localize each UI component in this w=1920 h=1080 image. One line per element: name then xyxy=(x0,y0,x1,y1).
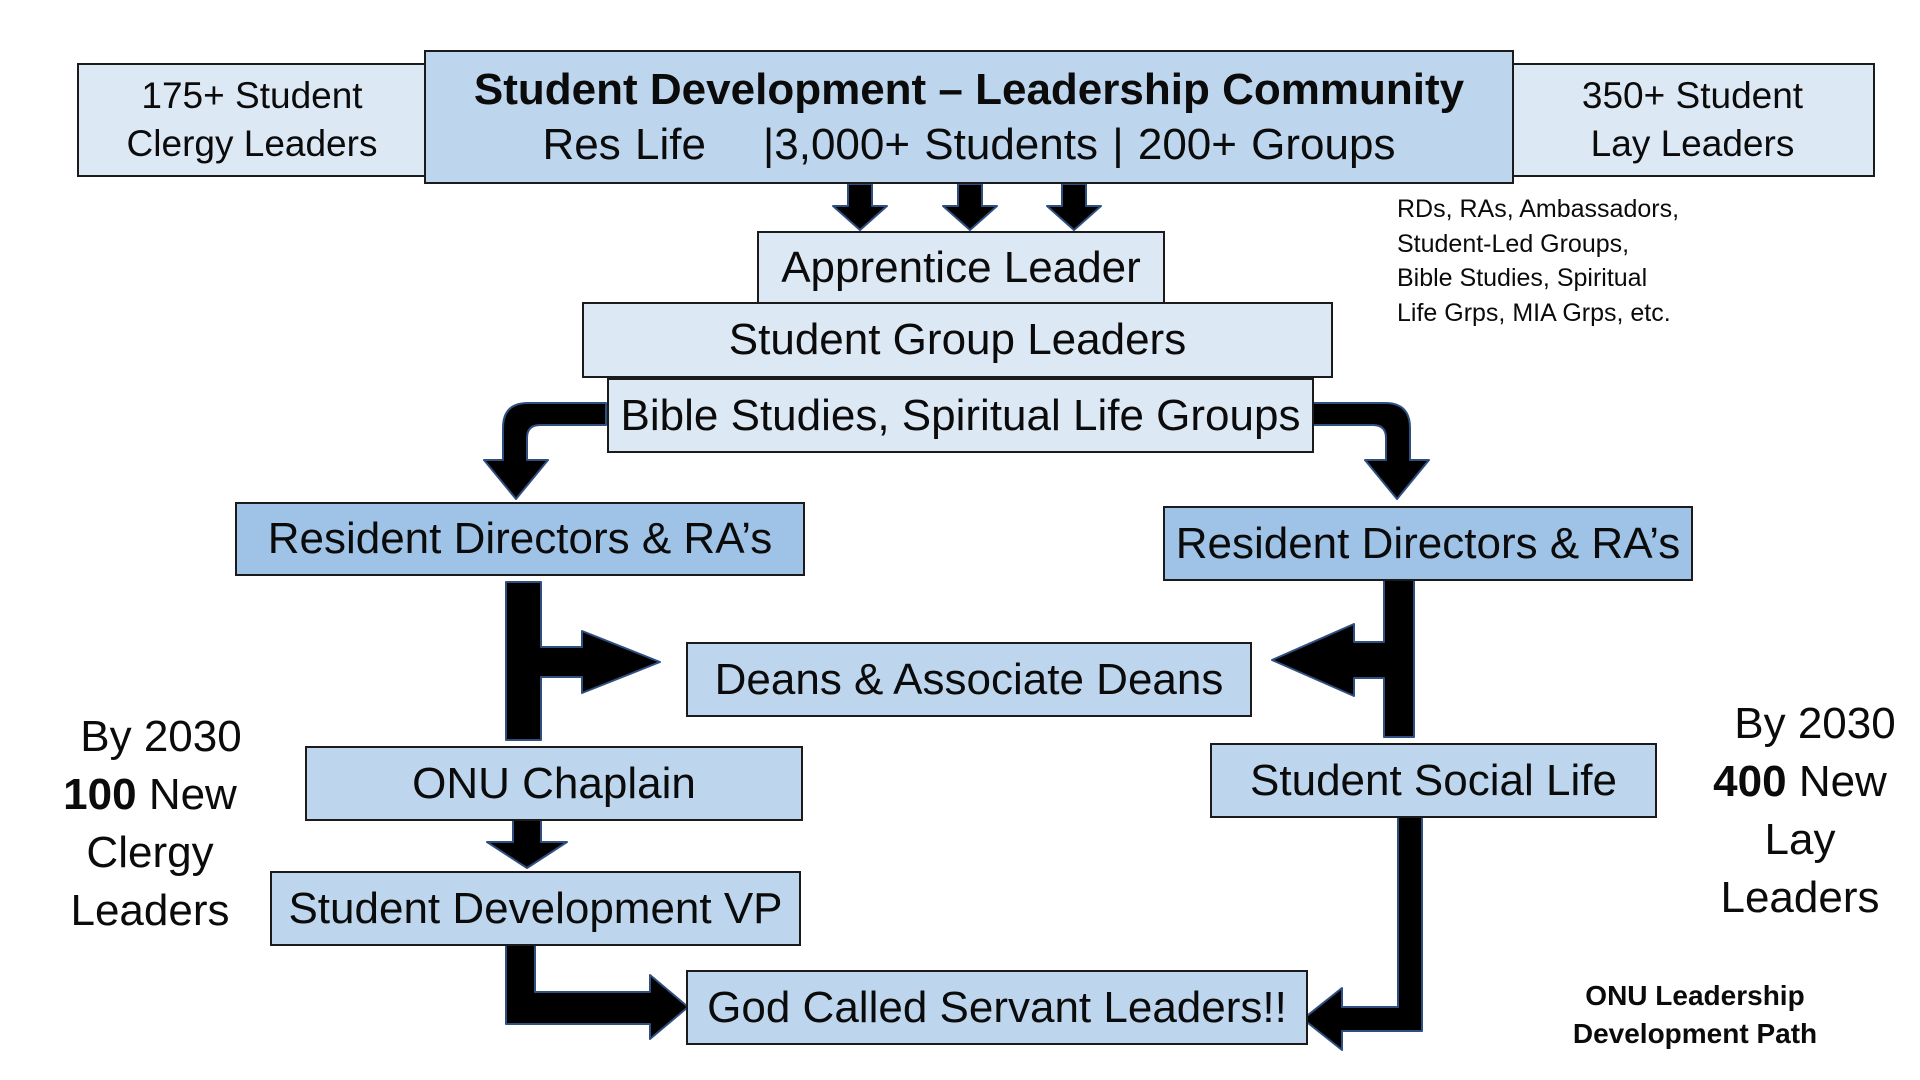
bible-studies-label: Bible Studies, Spiritual Life Groups xyxy=(620,390,1301,440)
curve-arrow-right xyxy=(1306,402,1430,500)
down-arrow-1 xyxy=(832,183,888,231)
clergy-goal-line4: Leaders xyxy=(70,886,230,936)
clergy-leaders-count-box: 175+ Student Clergy Leaders xyxy=(77,63,427,177)
note-line: RDs, RAs, Ambassadors, xyxy=(1397,195,1680,223)
lay-leaders-count-box: 350+ Student Lay Leaders xyxy=(1510,63,1875,177)
resident-directors-right-label: Resident Directors & RA’s xyxy=(1175,518,1681,568)
deans-box: Deans & Associate Deans xyxy=(686,642,1252,717)
student-group-leaders-box: Student Group Leaders xyxy=(582,302,1333,378)
resident-directors-left-box: Resident Directors & RA’s xyxy=(235,502,805,576)
student-group-leaders-label: Student Group Leaders xyxy=(728,315,1187,364)
note-line: Bible Studies, Spiritual xyxy=(1397,264,1648,292)
diagram-title: Student Development – Leadership Communi… xyxy=(473,65,1465,114)
clergy-goal-word: New xyxy=(148,770,237,820)
clergy-count-line2: Clergy Leaders xyxy=(126,123,378,164)
note-line: Student-Led Groups, xyxy=(1397,229,1630,258)
clergy-goal-text: By 2030 100 New Clergy Leaders xyxy=(30,708,270,940)
onu-chaplain-label: ONU Chaplain xyxy=(412,758,696,808)
clergy-count-line1: 175+ Student xyxy=(141,74,363,116)
lay-goal-line3: Lay xyxy=(1764,815,1836,865)
lay-goal-line4: Leaders xyxy=(1720,873,1880,923)
leadership-community-title-box: Student Development – Leadership Communi… xyxy=(424,50,1514,184)
resident-directors-left-label: Resident Directors & RA’s xyxy=(267,514,773,563)
group-types-note: RDs, RAs, Ambassadors, Student-Led Group… xyxy=(1397,192,1679,330)
apprentice-leader-box: Apprentice Leader xyxy=(757,231,1165,304)
branch-arrow-deans-left xyxy=(505,581,661,741)
down-arrow-chaplain-vp xyxy=(486,817,568,869)
lay-goal-word: New xyxy=(1798,757,1887,807)
student-social-life-box: Student Social Life xyxy=(1210,743,1657,818)
lay-count-line2: Lay Leaders xyxy=(1590,123,1795,164)
down-arrow-3 xyxy=(1046,183,1102,231)
resident-directors-right-box: Resident Directors & RA’s xyxy=(1163,506,1693,581)
student-social-life-label: Student Social Life xyxy=(1250,755,1617,805)
branch-arrow-deans-right xyxy=(1271,579,1415,738)
elbow-arrow-vp-servant xyxy=(505,942,689,1040)
lay-goal-number: 400 xyxy=(1713,757,1787,807)
leadership-path-label: ONU Leadership Development Path xyxy=(1535,977,1855,1053)
deans-label: Deans & Associate Deans xyxy=(714,654,1224,704)
apprentice-leader-label: Apprentice Leader xyxy=(781,242,1141,292)
student-development-vp-label: Student Development VP xyxy=(288,883,783,933)
lay-goal-year: By 2030 xyxy=(1734,699,1896,748)
clergy-goal-line3: Clergy xyxy=(86,828,214,878)
student-development-vp-box: Student Development VP xyxy=(270,871,801,946)
onu-chaplain-box: ONU Chaplain xyxy=(305,746,803,821)
bible-studies-box: Bible Studies, Spiritual Life Groups xyxy=(607,378,1314,453)
down-arrow-2 xyxy=(942,183,998,231)
servant-leaders-label: God Called Servant Leaders!! xyxy=(707,982,1287,1032)
path-label-line2: Development Path xyxy=(1572,1017,1818,1049)
clergy-goal-number: 100 xyxy=(63,770,137,820)
clergy-goal-year: By 2030 xyxy=(80,712,242,761)
curve-arrow-left xyxy=(483,402,607,500)
elbow-arrow-social-servant xyxy=(1302,814,1423,1051)
diagram-subtitle: Res Life |3,000+ Students | 200+ Groups xyxy=(542,120,1396,169)
servant-leaders-box: God Called Servant Leaders!! xyxy=(686,970,1308,1045)
lay-goal-text: By 2030 400 New Lay Leaders xyxy=(1680,695,1920,927)
lay-count-line1: 350+ Student xyxy=(1581,74,1804,116)
path-label-line1: ONU Leadership xyxy=(1585,980,1805,1011)
note-line: Life Grps, MIA Grps, etc. xyxy=(1397,298,1671,327)
